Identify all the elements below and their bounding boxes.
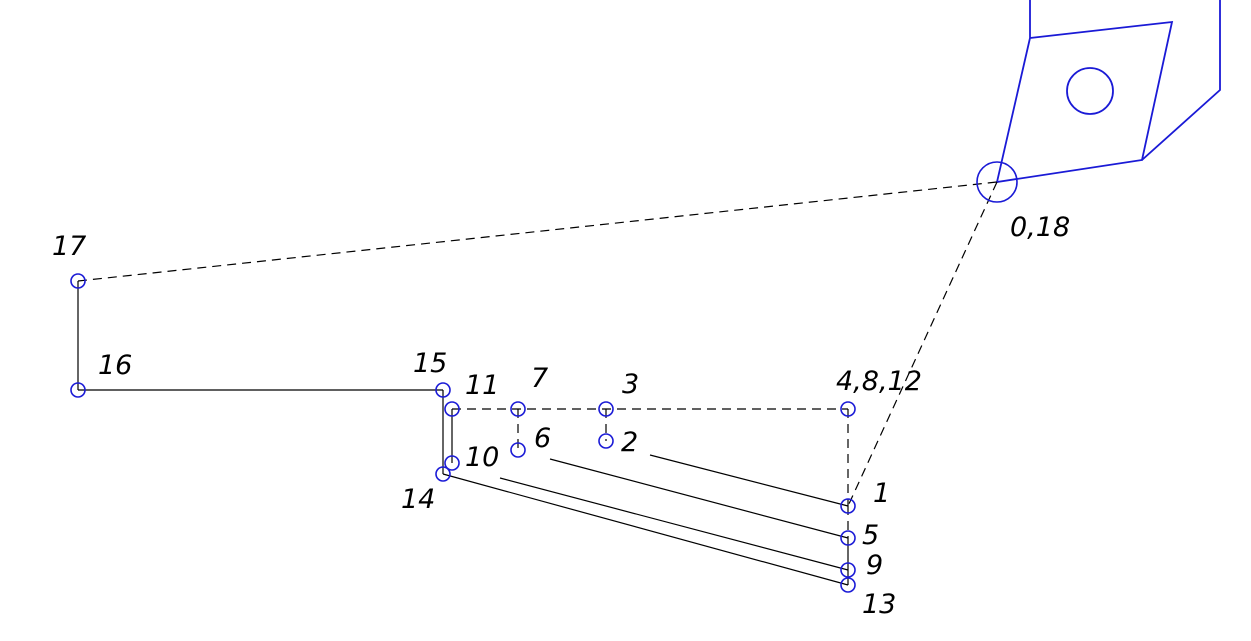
label-0-18: 0,18	[1010, 212, 1070, 243]
point-labels: 0,18 17 16 15 11 7 3 4,8,12 6 2 10 14 1 …	[52, 212, 1070, 620]
tool-insert	[995, 0, 1221, 184]
label-11: 11	[465, 370, 499, 401]
point-marker-17	[70, 273, 86, 289]
point-marker-10	[444, 455, 460, 471]
point-marker-11	[444, 401, 460, 417]
label-1: 1	[873, 478, 890, 509]
cutting-moves	[77, 281, 849, 586]
point-marker-13	[840, 577, 856, 593]
label-4-8-12: 4,8,12	[836, 366, 922, 397]
tool-shank-outline	[1141, 0, 1221, 161]
label-2: 2	[621, 427, 638, 458]
point-marker-14	[435, 466, 451, 482]
label-3: 3	[622, 369, 639, 400]
rapid-0-to-1	[847, 181, 998, 507]
rapid-17-to-0	[77, 181, 998, 282]
point-marker-15	[435, 382, 451, 398]
point-marker-1	[840, 498, 856, 514]
label-13: 13	[862, 589, 896, 620]
label-14: 14	[401, 484, 435, 515]
label-9: 9	[866, 550, 883, 581]
point-marker-9	[840, 562, 856, 578]
point-marker-3	[598, 401, 614, 417]
label-5: 5	[862, 520, 879, 551]
label-15: 15	[413, 348, 447, 379]
label-7: 7	[531, 363, 548, 394]
label-17: 17	[52, 231, 86, 262]
point-marker-5	[840, 530, 856, 546]
insert-hole	[1066, 67, 1114, 115]
point-marker-2	[598, 433, 614, 449]
point-marker-4-8-12	[840, 401, 856, 417]
point-marker-0-18	[976, 161, 1018, 203]
rapid-moves	[77, 181, 998, 538]
point-marker-7	[510, 401, 526, 417]
cut-2-to-1	[649, 454, 849, 507]
cut-14-to-13	[442, 473, 849, 586]
tool-holder-outline	[995, 0, 1174, 184]
label-10: 10	[465, 442, 499, 473]
point-markers	[70, 161, 1018, 593]
cut-10-to-9	[499, 477, 849, 571]
point-marker-16	[70, 382, 86, 398]
label-6: 6	[534, 423, 551, 454]
cut-6-to-5	[549, 458, 849, 539]
point-marker-6	[510, 442, 526, 458]
label-16: 16	[98, 350, 132, 381]
